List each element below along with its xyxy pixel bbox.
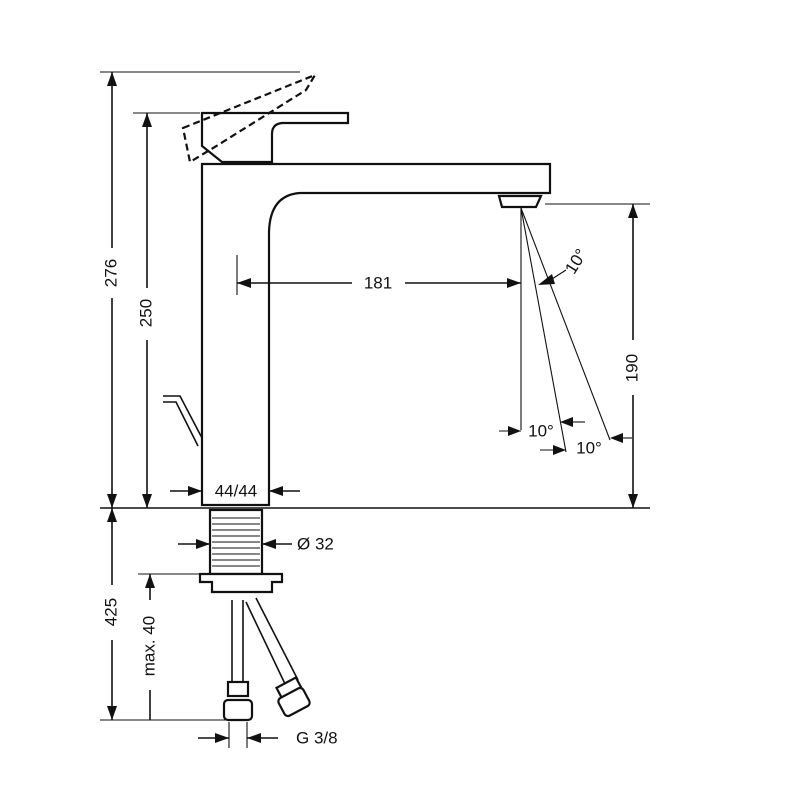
pop-up-rod: [163, 395, 203, 447]
angle-right-label: 10°: [576, 438, 602, 457]
under-counter-parts: [198, 508, 311, 722]
lever-handle: [200, 111, 350, 164]
angle-left-label: 10°: [528, 421, 554, 440]
jet-angle-lines: 10° 10° 10°: [499, 207, 632, 457]
dim-spout-reach-label: 181: [364, 273, 392, 292]
dim-spout-height: 190: [545, 203, 650, 508]
dim-handle-height-label: 250: [136, 299, 155, 327]
dim-connection: G 3/8: [198, 722, 338, 748]
dim-thread-diameter-label: Ø 32: [297, 534, 334, 553]
hose-nut-straight: [222, 698, 254, 722]
dim-total-height-label: 276: [101, 259, 120, 287]
dim-base-width: 44/44: [170, 481, 300, 500]
dim-handle-height: 250: [133, 112, 200, 508]
dim-max-thickness: max. 40: [138, 573, 202, 720]
dim-spout-height-label: 190: [622, 354, 641, 382]
dim-spout-reach: 181: [236, 207, 522, 430]
dim-hose-length: 425: [100, 508, 226, 721]
hose-bent: [245, 597, 299, 687]
angle-top-label: 10°: [561, 246, 591, 278]
dim-hose-length-label: 425: [101, 598, 120, 626]
aerator: [497, 194, 543, 209]
hose-fitting-straight: [226, 680, 250, 698]
dim-base-width-label: 44/44: [215, 481, 258, 500]
hose-straight: [231, 600, 244, 682]
faucet-body: [163, 72, 552, 507]
dim-total-height: 276: [100, 71, 300, 508]
mounting-nut: [198, 572, 284, 594]
lever-handle-open-position: [181, 72, 318, 164]
shank-threads: [212, 517, 260, 567]
dim-max-thickness-label: max. 40: [139, 616, 158, 676]
dim-thread-diameter: Ø 32: [178, 534, 334, 553]
faucet-column-and-spout: [200, 162, 552, 507]
dim-connection-label: G 3/8: [296, 728, 338, 747]
hose-nut-bent: [277, 686, 311, 718]
